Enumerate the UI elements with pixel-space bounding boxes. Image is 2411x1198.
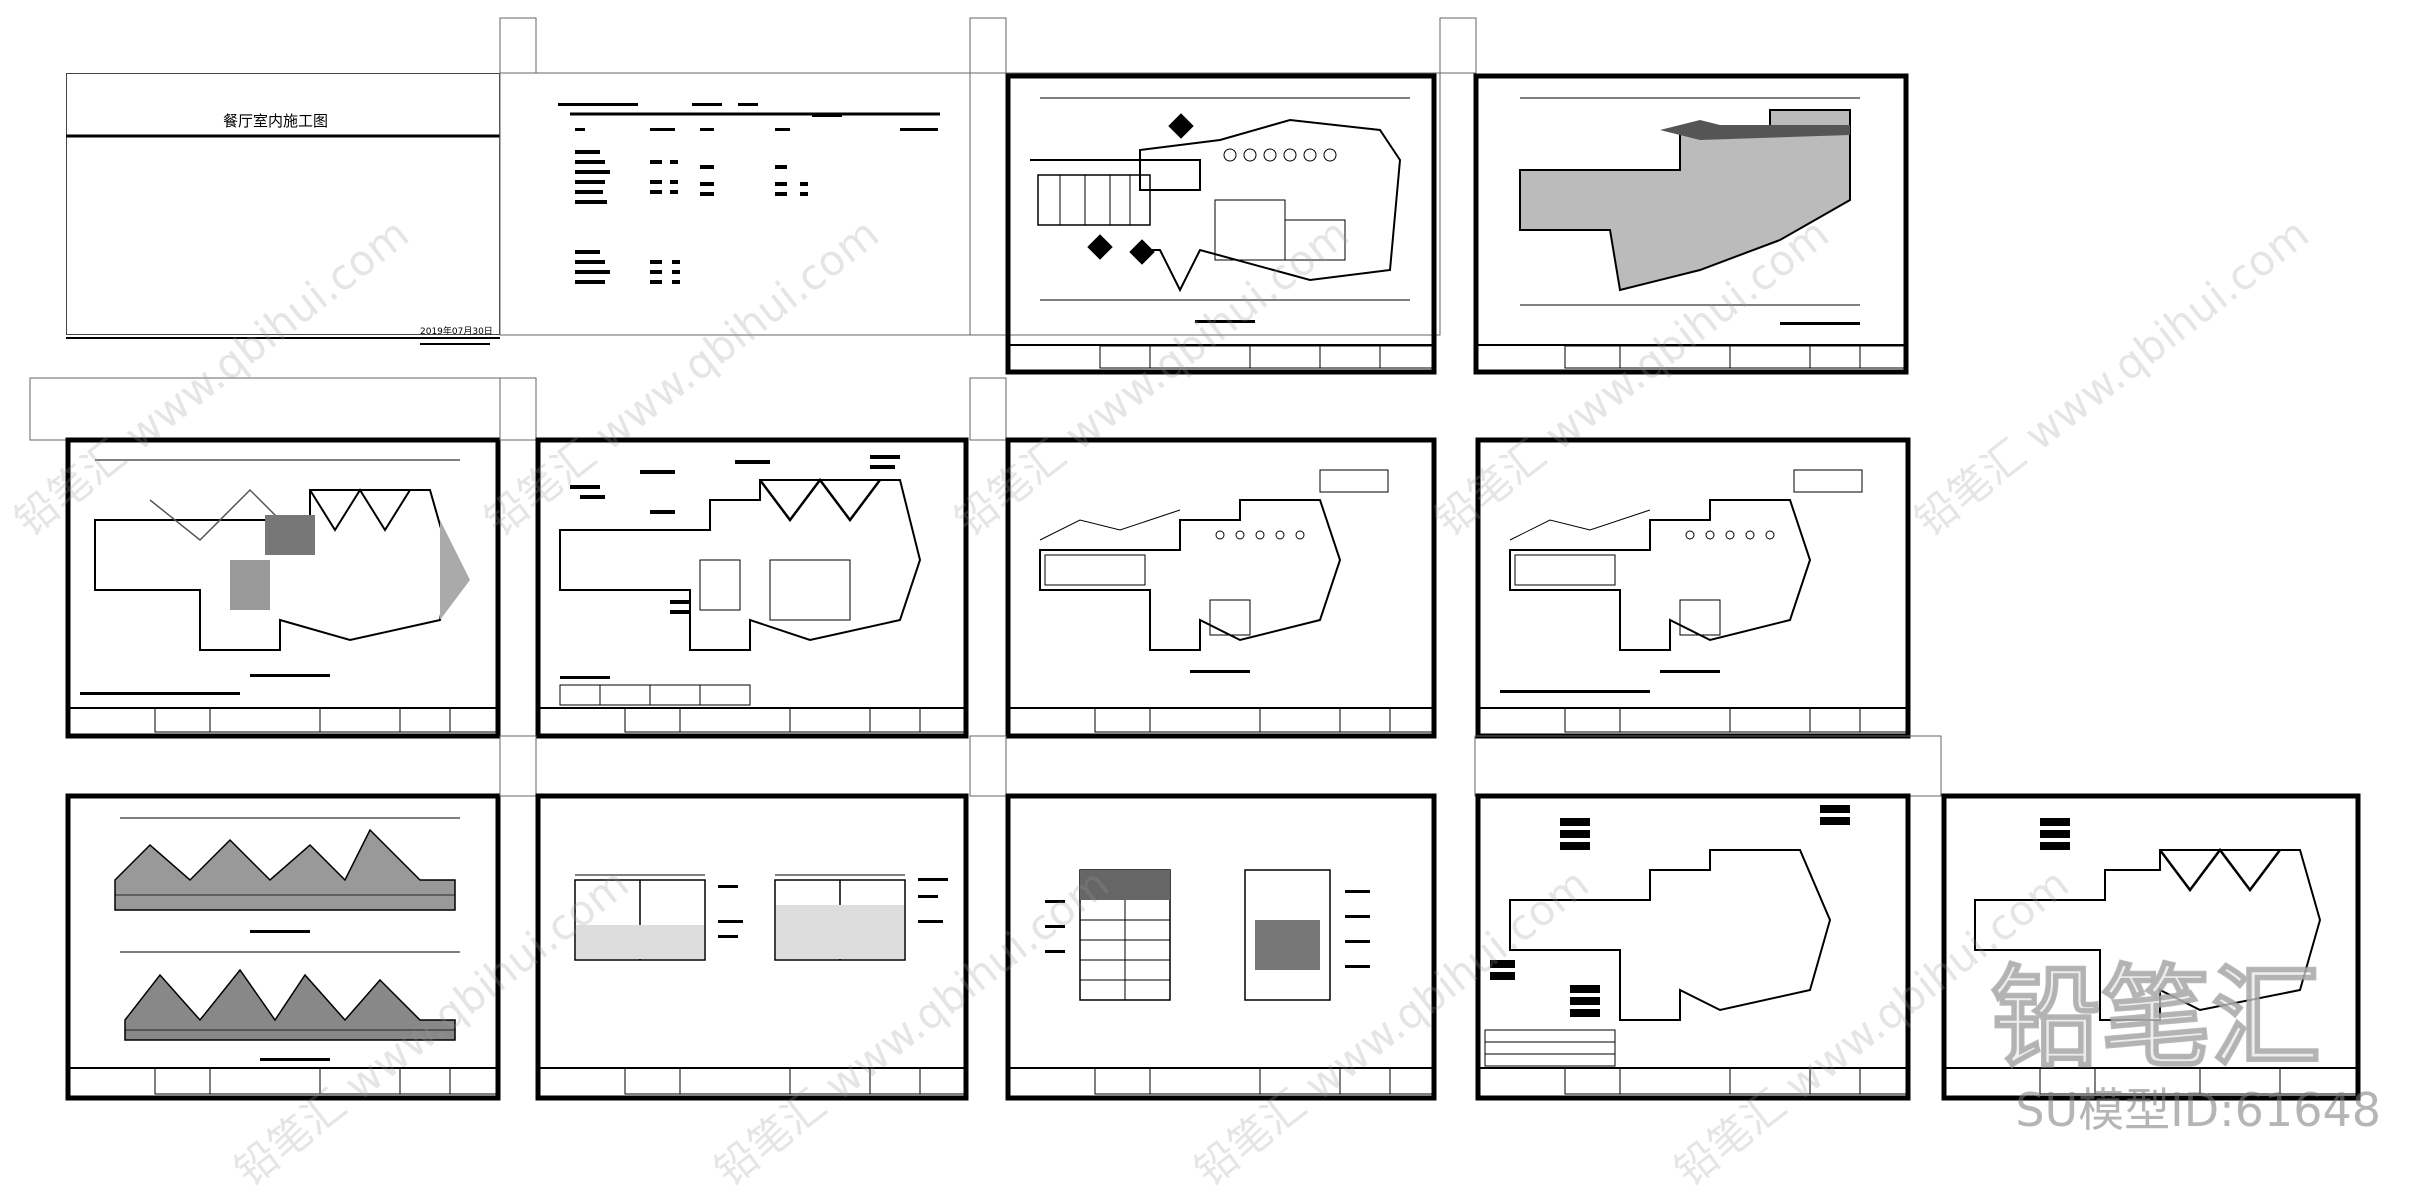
brand-logo: 铅笔汇 <box>1990 953 2322 1083</box>
ceiling-detail-sheet <box>499 377 969 739</box>
cover-date: 2019年07月30日 <box>420 327 493 337</box>
elevation-interior-a-sheet <box>499 735 969 1101</box>
cover-lines <box>66 134 500 345</box>
index-sheet <box>499 17 971 336</box>
section-sheet <box>1941 793 2361 1101</box>
floor-finish-sheet <box>1439 17 1909 375</box>
cover-sheet <box>66 73 500 335</box>
model-id-label: SU模型ID:61648 <box>2015 1083 2381 1137</box>
floor-plan-sheet <box>969 17 1441 375</box>
electrical-plan-b-sheet <box>1475 437 1911 739</box>
elevation-exterior-sheet <box>65 793 501 1101</box>
cover-title: 餐厅室内施工图 <box>223 112 329 130</box>
ceiling-plan-sheet <box>29 377 501 739</box>
elevation-interior-b-sheet <box>969 735 1437 1101</box>
lighting-plan-sheet <box>1474 735 1942 1101</box>
electrical-plan-a-sheet <box>969 377 1437 739</box>
